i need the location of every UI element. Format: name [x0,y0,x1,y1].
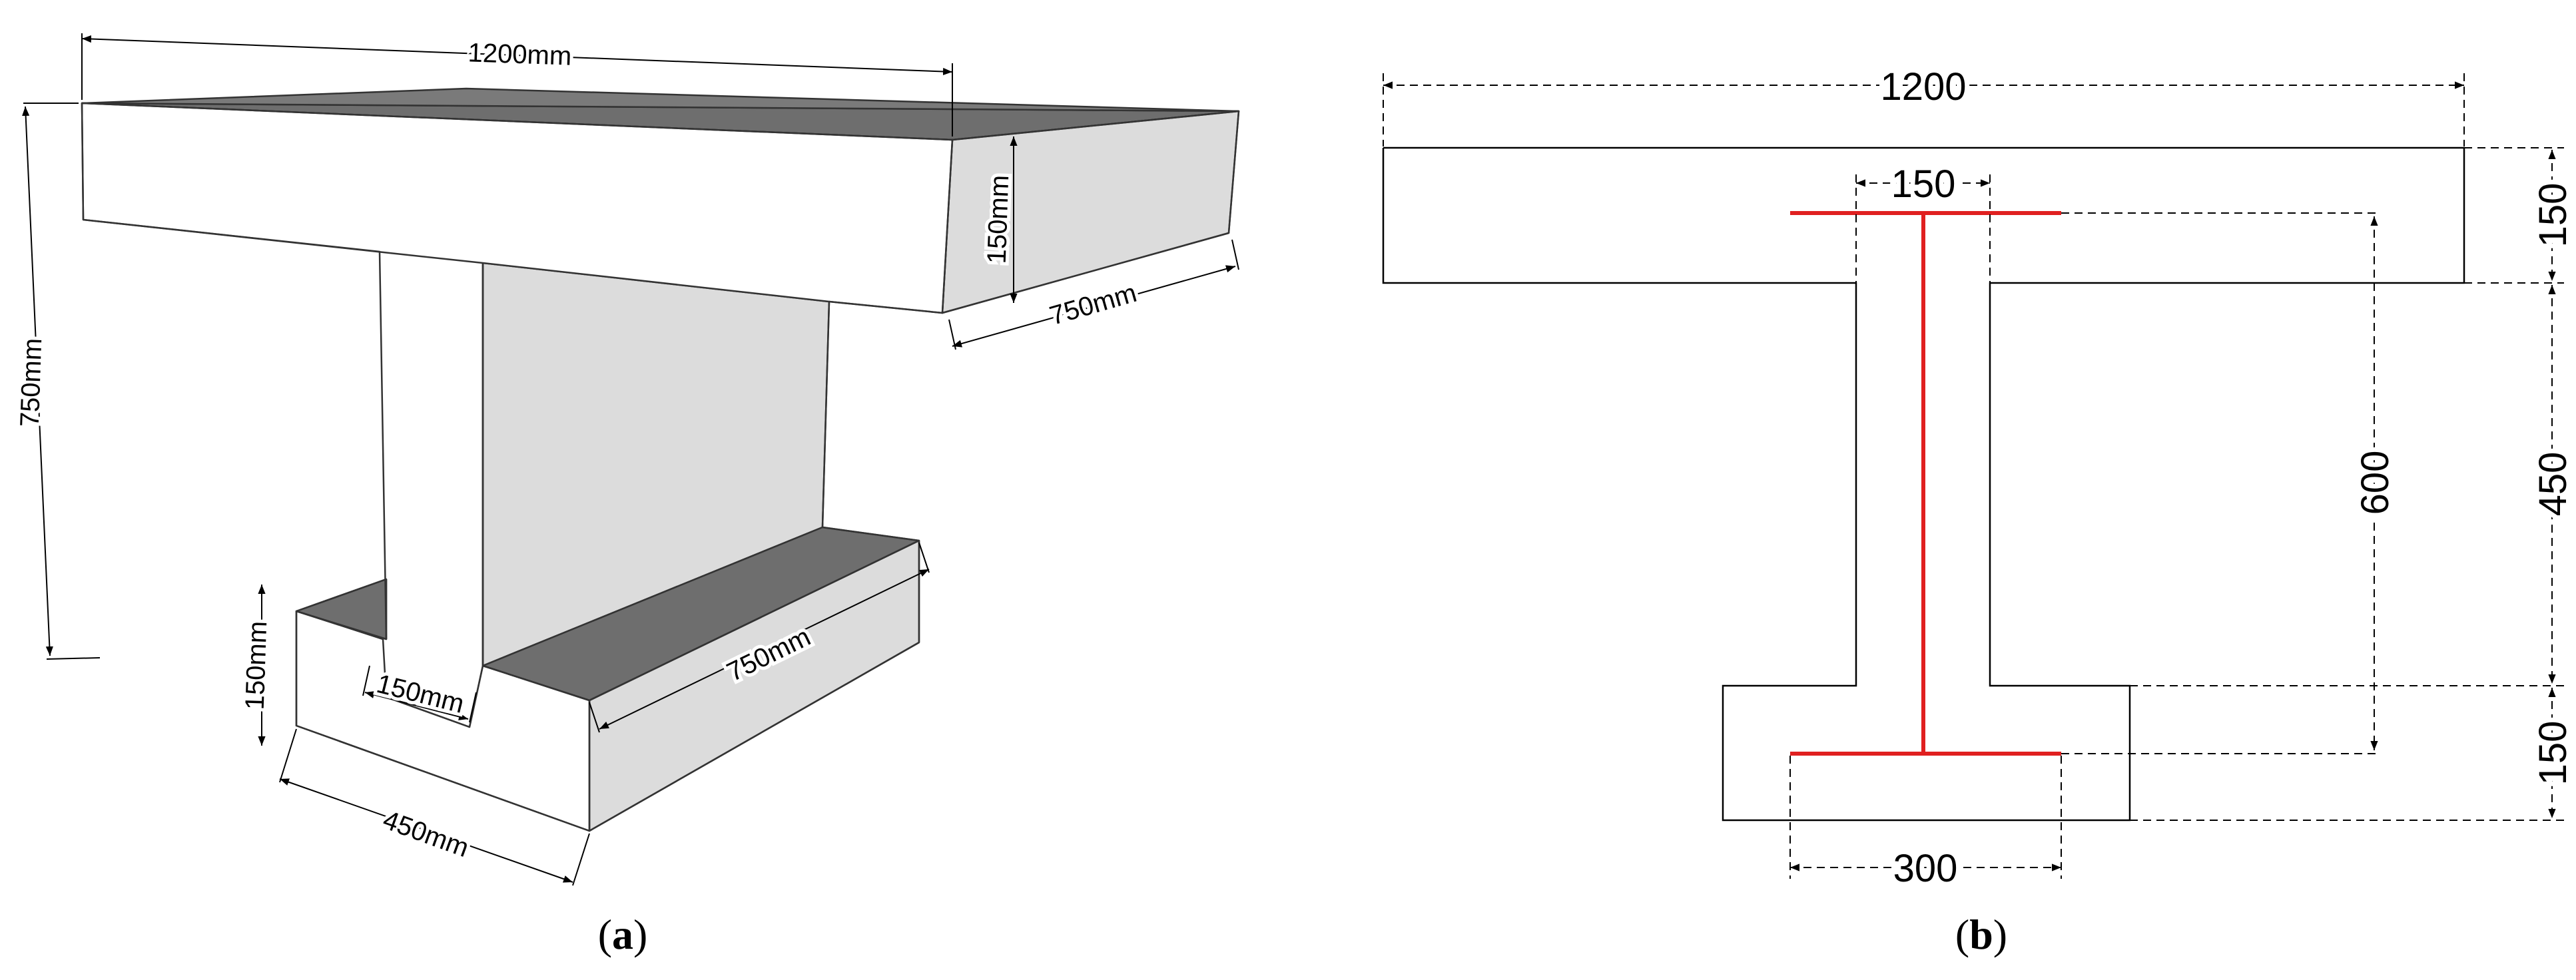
caption-b-letter: b [1969,911,1993,958]
dim-a-top-width: 1200mm [468,38,572,71]
dim-b-web-height: 450 [2531,452,2575,517]
caption-a-letter: a [612,911,633,958]
dim-a-height: 750mm [15,338,48,427]
dim-b-top-width: 1200 [1880,65,1966,109]
caption-b: (b) [1955,911,2007,958]
panel-a-3d-beam [81,87,1240,832]
dim-b-flange-thickness: 150 [2531,183,2575,248]
dim-b-web-width: 150 [1891,162,1956,206]
dim-b-steel-flange-width: 300 [1893,847,1958,890]
dim-a-flange-depth: 750mm [1046,278,1139,331]
svg-text:(a): (a) [598,911,648,958]
panel-b-labels: 1200 150 600 150 450 150 300 [1875,61,2576,895]
svg-text:(b): (b) [1955,911,2007,958]
dim-b-bottom-thickness: 150 [2531,721,2575,786]
dim-b-steel-height: 600 [2354,451,2397,515]
dim-a-bottom-width: 450mm [379,805,472,863]
dim-a-flange-thickness: 150mm [982,174,1015,264]
dim-a-bottom-thickness: 150mm [240,620,273,710]
steel-i-beam [1790,211,2061,756]
panel-b-dimensions [1383,73,2564,879]
panel-a-dimensions [22,33,1239,886]
caption-a: (a) [598,911,648,958]
